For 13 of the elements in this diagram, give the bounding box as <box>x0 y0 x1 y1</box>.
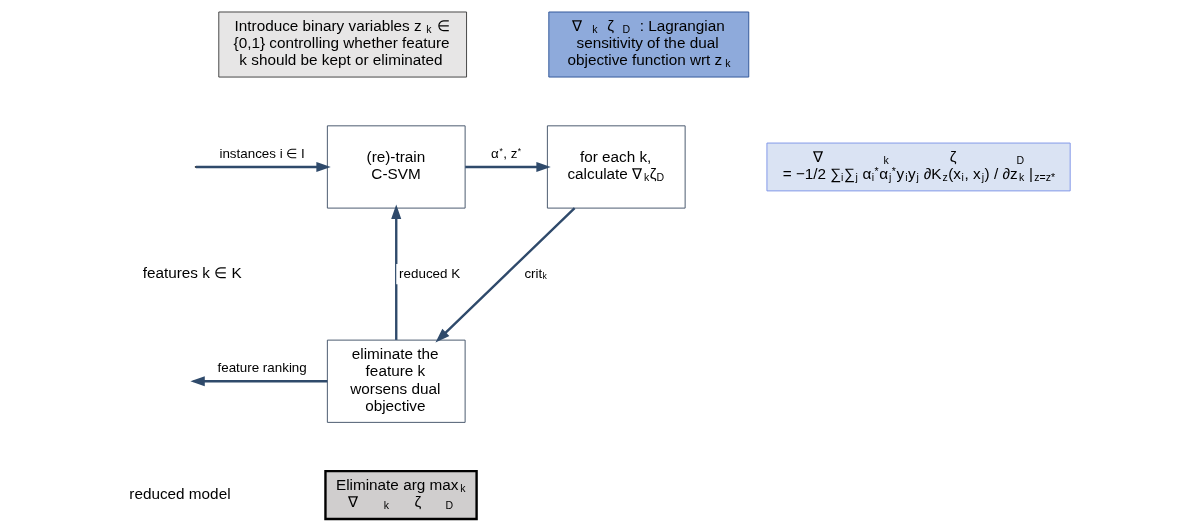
edge-label: feature ranking <box>217 360 307 376</box>
arrow <box>390 204 401 340</box>
label: reduced model <box>128 484 231 502</box>
node-box: eliminate the feature k worsens dual objective <box>326 339 466 423</box>
node-box: (re)-train C-SVM <box>326 125 466 209</box>
arrow <box>434 207 575 343</box>
edge-label: α*, z* <box>490 146 521 162</box>
label: features k ∈ K <box>142 263 242 281</box>
arrow <box>464 161 551 172</box>
edge-label: critk <box>523 266 547 282</box>
edge-label: instances i ∈ I <box>218 146 305 162</box>
arrow <box>195 161 331 172</box>
edge-label: reduced K <box>398 266 460 282</box>
